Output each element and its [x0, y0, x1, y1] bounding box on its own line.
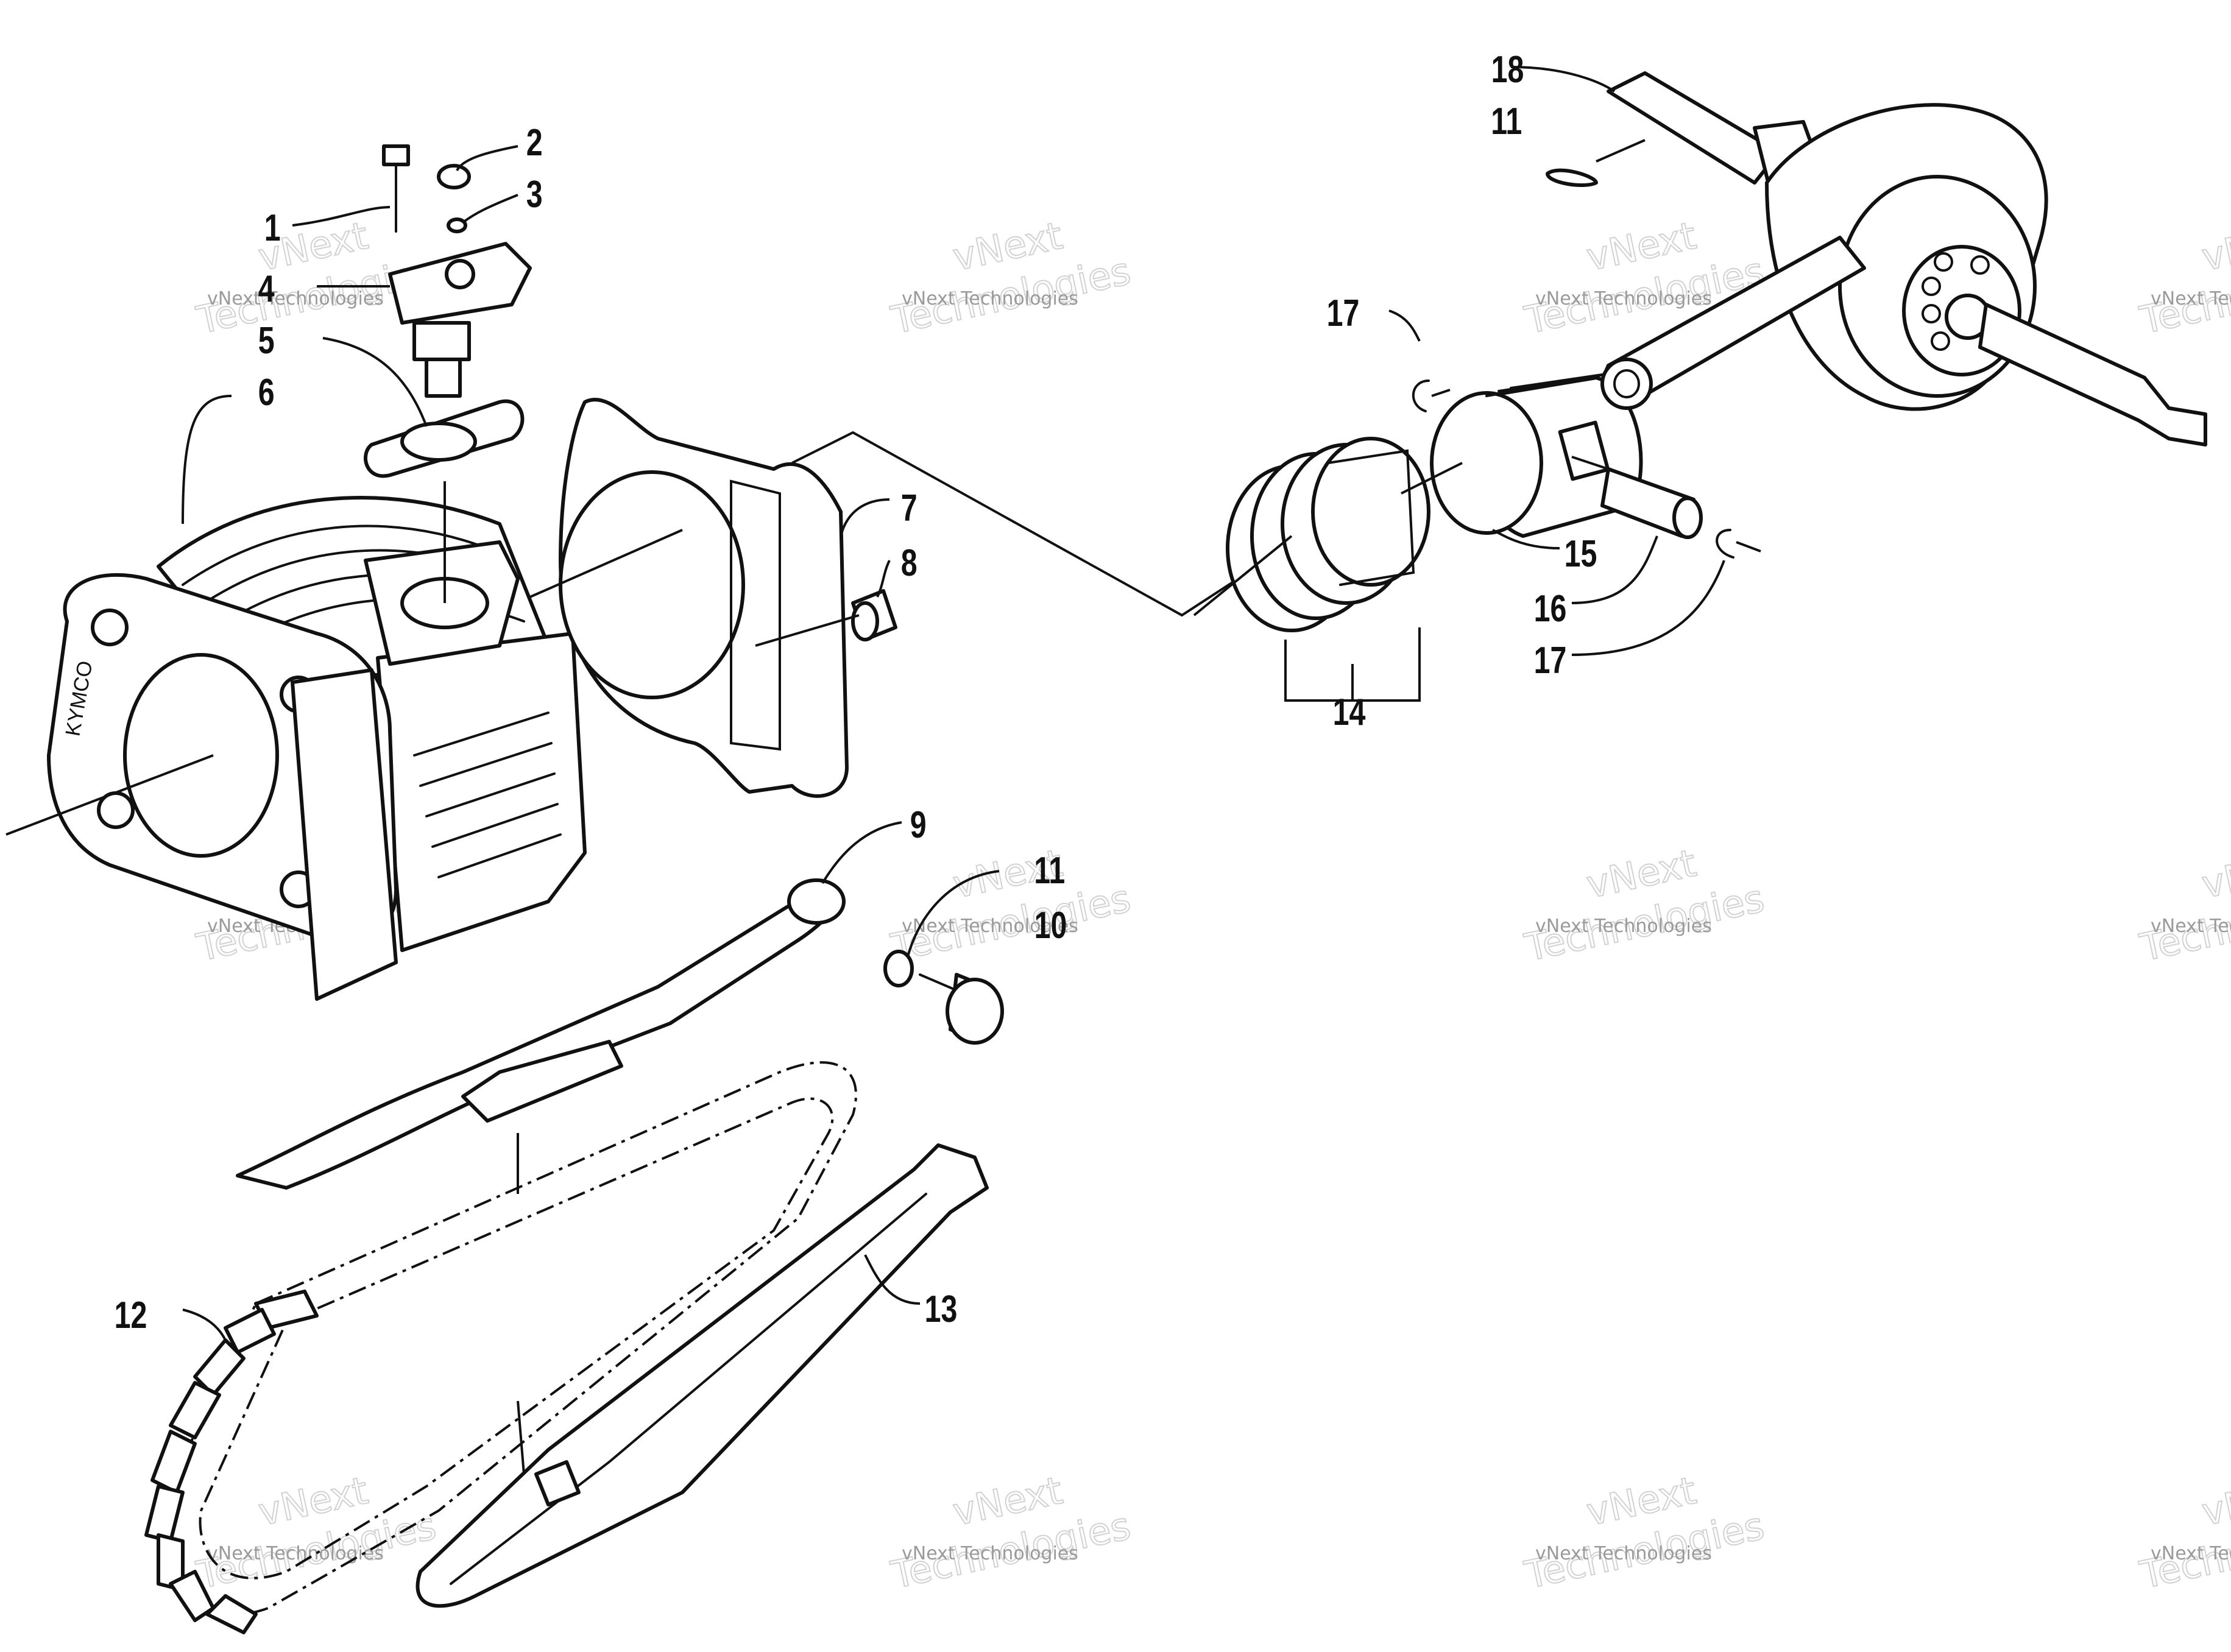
svg-text:vNext Technologies: vNext Technologies — [2151, 288, 2231, 309]
callout-17-lower: 17 — [1534, 639, 1567, 681]
piston-pin[interactable] — [1571, 456, 1703, 539]
dowel-pin[interactable] — [755, 589, 897, 647]
crankshaft[interactable] — [1600, 71, 2207, 447]
callout-11-guide: 11 — [1034, 849, 1065, 891]
svg-text:vNext Technologies: vNext Technologies — [1535, 288, 1712, 309]
svg-text:vNext: vNext — [2198, 213, 2231, 280]
watermark: vNext Technologies vNext Technologies — [886, 213, 1135, 343]
piston-rings[interactable] — [1193, 437, 1430, 702]
woodruff-key[interactable] — [1546, 139, 1646, 188]
callout-6: 6 — [258, 371, 275, 413]
svg-text:vNext Technologies: vNext Technologies — [207, 1543, 384, 1564]
chain-guide[interactable] — [415, 1143, 989, 1608]
svg-text:vNext Technologies: vNext Technologies — [2151, 916, 2231, 937]
callout-4: 4 — [258, 267, 275, 309]
svg-text:vNext Technologies: vNext Technologies — [1535, 916, 1712, 937]
watermark: vNext Technologies vNext Technologies — [1520, 840, 1769, 970]
piston-pin-clip-lower[interactable] — [1716, 529, 1761, 559]
callout-8: 8 — [901, 542, 918, 584]
callout-14: 14 — [1333, 691, 1366, 733]
svg-text:vNext Technologies: vNext Technologies — [902, 916, 1078, 937]
tensioner-gasket[interactable] — [364, 399, 525, 603]
cylinder-gasket[interactable] — [529, 398, 849, 798]
callout-10: 10 — [1034, 904, 1067, 946]
callout-9: 9 — [910, 803, 927, 845]
callout-15: 15 — [1565, 532, 1597, 574]
callout-7: 7 — [901, 487, 918, 529]
cylinder-block[interactable]: KYMCO — [5, 495, 587, 1001]
svg-text:vNext Technologies: vNext Technologies — [902, 288, 1078, 309]
callout-11-key: 11 — [1491, 100, 1522, 142]
callout-17-upper: 17 — [1327, 292, 1360, 334]
watermark: vNext Technologies vNext Technologies — [2135, 213, 2231, 343]
svg-text:vNext: vNext — [2198, 1468, 2231, 1534]
callout-3: 3 — [526, 173, 543, 215]
callout-16: 16 — [1534, 587, 1567, 629]
watermark: vNext Technologies vNext Technologies — [2135, 840, 2231, 970]
chain-tensioner[interactable] — [382, 144, 532, 398]
svg-text:vNext: vNext — [2198, 841, 2231, 907]
callout-18: 18 — [1491, 48, 1524, 90]
svg-text:vNext Technologies: vNext Technologies — [902, 1543, 1078, 1564]
svg-text:vNext Technologies: vNext Technologies — [1535, 1543, 1712, 1564]
piston-pin-clip-upper[interactable] — [1412, 379, 1451, 412]
svg-text:vNext Technologies: vNext Technologies — [2151, 1543, 2231, 1564]
guide-washer[interactable] — [883, 950, 914, 987]
callout-leaders — [182, 66, 1725, 1341]
callout-5: 5 — [258, 319, 275, 361]
svg-text:vNext Technologies: vNext Technologies — [207, 288, 384, 309]
watermark: vNext Technologies vNext Technologies — [2135, 1467, 2231, 1598]
cam-chain[interactable] — [144, 1061, 857, 1634]
watermark: vNext Technologies vNext Technologies — [886, 840, 1135, 970]
piston[interactable] — [1401, 372, 1643, 538]
callout-13: 13 — [925, 1288, 958, 1330]
watermark: vNext Technologies vNext Technologies — [1520, 1467, 1769, 1598]
callout-2: 2 — [526, 121, 543, 163]
chain-tensioner-guide[interactable] — [236, 878, 846, 1194]
callout-1: 1 — [264, 206, 281, 249]
watermark: vNext Technologies vNext Technologies — [192, 1467, 440, 1598]
callout-12: 12 — [115, 1294, 147, 1336]
callout-numbers: 1 2 3 4 5 6 7 8 9 10 11 11 12 13 14 15 1… — [115, 48, 1597, 1336]
watermark: vNext Technologies vNext Technologies — [886, 1467, 1135, 1598]
guide-pivot-bolt[interactable] — [919, 973, 1004, 1045]
